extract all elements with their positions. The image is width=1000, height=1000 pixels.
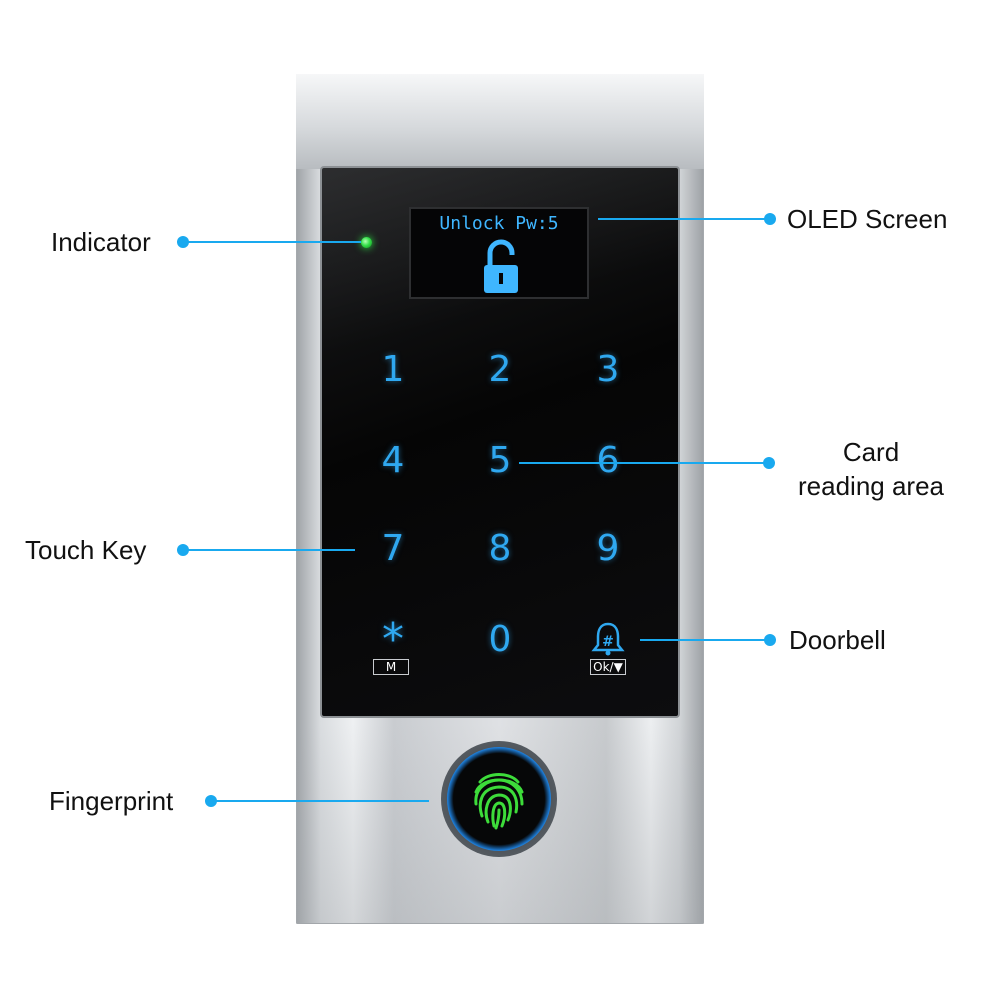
callout-indicator-label: Indicator (51, 227, 151, 257)
callout-oled-label: OLED Screen (787, 204, 948, 234)
callout-indicator-line (183, 241, 361, 243)
indicator-led (361, 237, 372, 248)
key-3[interactable]: 3 (596, 349, 620, 390)
key-5[interactable]: 5 (488, 440, 512, 481)
oled-screen: Unlock Pw:5 (409, 207, 589, 299)
callout-doorbell-dot (764, 634, 776, 646)
key-hash-sub-label: Ok/▼ (590, 659, 626, 675)
callout-card-dot (763, 457, 775, 469)
callout-card-label-line1: Card (842, 437, 900, 467)
fingerprint-glow-ring (447, 747, 551, 851)
callout-doorbell-line (640, 639, 770, 641)
callout-doorbell-label: Doorbell (789, 625, 886, 655)
key-7[interactable]: 7 (381, 528, 405, 569)
unlocked-padlock-icon (484, 239, 518, 293)
key-star-sub-label: M (373, 659, 409, 675)
callout-oled-dot (764, 213, 776, 225)
fingerprint-icon[interactable] (460, 760, 538, 838)
callout-card-line (519, 462, 769, 464)
key-6[interactable]: 6 (596, 440, 620, 481)
key-9[interactable]: 9 (596, 528, 620, 569)
oled-text: Unlock Pw:5 (439, 213, 559, 234)
key-8[interactable]: 8 (488, 528, 512, 569)
device-top-bevel (296, 74, 704, 169)
callout-card-label-line2: reading area (798, 471, 944, 501)
key-2[interactable]: 2 (488, 349, 512, 390)
bell-icon[interactable]: # (591, 621, 625, 657)
callout-touch-key-line (183, 549, 355, 551)
callout-oled-line (598, 218, 770, 220)
key-0[interactable]: 0 (488, 619, 512, 660)
callout-touch-key-label: Touch Key (25, 535, 147, 565)
key-4[interactable]: 4 (381, 440, 405, 481)
key-1[interactable]: 1 (381, 349, 405, 390)
key-star[interactable]: * (382, 614, 404, 665)
callout-fingerprint-label: Fingerprint (49, 786, 174, 816)
key-hash-symbol: # (602, 634, 614, 650)
callout-fingerprint-line (211, 800, 429, 802)
